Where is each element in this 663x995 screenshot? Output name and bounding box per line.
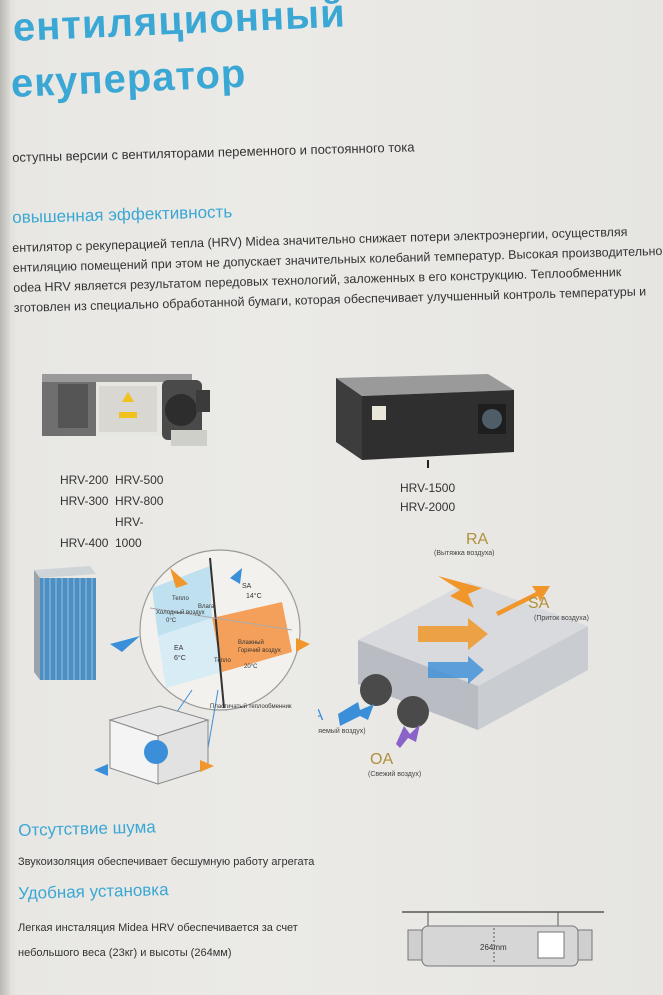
label-ea-temp: 6°C bbox=[174, 654, 186, 662]
title-line-2: екуператор bbox=[10, 51, 248, 106]
model-row: HRV-300 HRV-800 bbox=[60, 491, 170, 512]
label-moisture: Влага bbox=[198, 604, 215, 610]
model-name: HRV-1500 bbox=[400, 481, 456, 495]
noise-heading: Отсутствие шума bbox=[18, 817, 156, 840]
label-warm-2: Тепло bbox=[214, 658, 231, 664]
label-warm: Тепло bbox=[172, 596, 189, 602]
label-sa: SA bbox=[242, 583, 252, 590]
model-name: HRV-800 bbox=[115, 494, 164, 508]
flow-sa: SA bbox=[528, 595, 550, 612]
model-name: HRV-1000 bbox=[115, 515, 144, 550]
install-heading: Удобная установка bbox=[18, 880, 169, 903]
label-humid: Влажный bbox=[238, 639, 264, 646]
model-name: HRV-200 bbox=[60, 473, 109, 487]
noise-text: Звукоизоляция обеспечивает бесшумную раб… bbox=[18, 856, 315, 868]
model-name: HRV-2000 bbox=[400, 500, 456, 514]
install-line-2: небольшого веса (23кг) и высоты (264мм) bbox=[18, 947, 232, 959]
model-name: HRV-400 bbox=[60, 536, 109, 550]
install-dimension-diagram: 264mm bbox=[402, 911, 604, 967]
hrv-small-unit-image bbox=[42, 374, 210, 446]
efficiency-paragraph: ентилятор с рекуперацией тепла (HRV) Mid… bbox=[12, 220, 663, 318]
label-hot-temp: 20°C bbox=[244, 664, 258, 670]
flow-ea: EA bbox=[318, 707, 324, 724]
flow-ea-desc: (Удаляемый воздух) bbox=[318, 727, 366, 735]
title-line-1: ентиляционный bbox=[12, 0, 347, 50]
page-spine-shadow bbox=[0, 0, 10, 995]
exchanger-cube-detail bbox=[94, 705, 214, 785]
model-name: HRV-500 bbox=[115, 473, 164, 487]
models-large-list: HRV-1500 HRV-2000 bbox=[400, 479, 455, 517]
label-cold-temp: 0°C bbox=[166, 618, 177, 624]
exchanger-core-image bbox=[34, 566, 96, 680]
label-sa-temp: 14°C bbox=[246, 592, 262, 600]
install-line-1: Легкая инсталяция Midea HRV обеспечивает… bbox=[18, 922, 298, 934]
flow-oa-desc: (Свежий воздух) bbox=[368, 770, 421, 778]
exchanger-diagram: SA 14°C Тепло Влага Холодный воздух 0°C … bbox=[110, 549, 310, 749]
label-hot-air: Горячий воздух bbox=[238, 647, 281, 654]
label-cold-air: Холодный воздух bbox=[156, 609, 205, 616]
hrv-large-unit-image bbox=[336, 374, 514, 468]
flow-ra-desc: (Вытяжка воздуха) bbox=[434, 550, 495, 557]
subtitle: оступны версии с вентиляторами переменно… bbox=[12, 139, 415, 165]
air-flow-diagram: RA (Вытяжка воздуха) SA (Приток воздуха)… bbox=[318, 531, 589, 778]
efficiency-heading: овышенная эффективность bbox=[12, 202, 233, 227]
dimension-label: 264mm bbox=[480, 943, 507, 952]
label-plastic-exchanger: Пластичатый теплообменник bbox=[210, 703, 292, 710]
model-row: HRV-200 HRV-500 bbox=[60, 470, 170, 491]
flow-sa-desc: (Приток воздуха) bbox=[534, 615, 589, 622]
flow-oa: OA bbox=[370, 751, 393, 768]
label-ea: EA bbox=[174, 645, 184, 652]
model-row: HRV-400 HRV-1000 bbox=[60, 512, 170, 554]
model-name: HRV-300 bbox=[60, 494, 109, 508]
flow-ra: RA bbox=[466, 531, 489, 548]
